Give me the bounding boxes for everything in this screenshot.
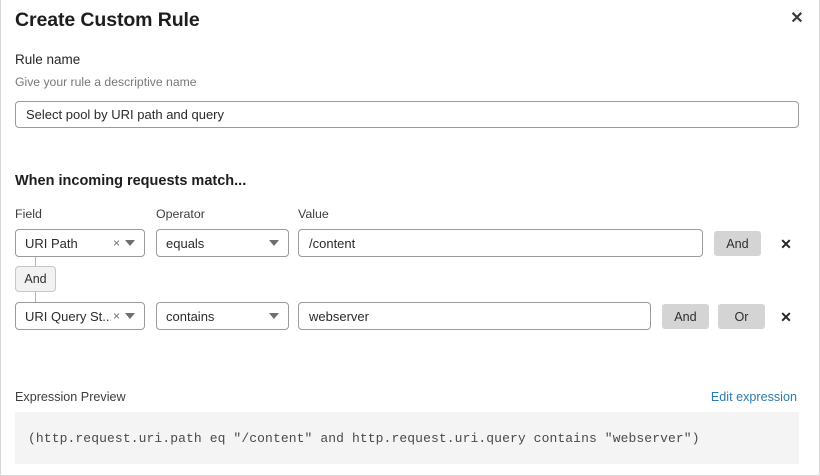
rule-name-label: Rule name (15, 52, 81, 67)
operator-select-row-2-value: contains (166, 308, 215, 324)
chevron-down-icon (269, 240, 279, 246)
remove-row-icon[interactable]: ✕ (780, 236, 792, 252)
edit-expression-link[interactable]: Edit expression (710, 390, 797, 404)
match-section-heading: When incoming requests match... (15, 173, 247, 189)
rule-name-input[interactable] (15, 101, 799, 128)
column-header-field: Field (15, 207, 42, 221)
expression-preview-box: (http.request.uri.path eq "/content" and… (15, 412, 799, 464)
column-header-value: Value (298, 207, 329, 221)
field-select-row-1-value: URI Path (25, 235, 78, 251)
field-select-row-2-value: URI Query St... (25, 308, 111, 324)
clear-icon[interactable]: × (112, 235, 120, 250)
page-title: Create Custom Rule (15, 9, 200, 31)
field-select-row-2[interactable]: URI Query St... × (15, 302, 145, 330)
expression-preview-label: Expression Preview (15, 390, 126, 404)
connector-line (35, 257, 36, 267)
rule-name-hint: Give your rule a descriptive name (15, 75, 197, 89)
operator-select-row-2[interactable]: contains (156, 302, 289, 330)
chevron-down-icon (125, 240, 135, 246)
close-icon[interactable]: ✕ (790, 10, 804, 27)
operator-select-row-1-value: equals (166, 235, 205, 251)
chevron-down-icon (125, 313, 135, 319)
and-button-row-1[interactable]: And (714, 231, 761, 256)
clear-icon[interactable]: × (112, 308, 120, 323)
value-input-row-1[interactable] (298, 229, 703, 257)
field-select-row-1[interactable]: URI Path × (15, 229, 145, 257)
expression-preview-text: (http.request.uri.path eq "/content" and… (28, 430, 700, 446)
connector-and-badge[interactable]: And (15, 266, 56, 292)
or-button-row-2[interactable]: Or (718, 304, 765, 329)
remove-row-icon[interactable]: ✕ (780, 309, 792, 325)
value-input-row-2[interactable] (298, 302, 651, 330)
and-button-row-2[interactable]: And (662, 304, 709, 329)
operator-select-row-1[interactable]: equals (156, 229, 289, 257)
chevron-down-icon (269, 313, 279, 319)
connector-line (35, 292, 36, 302)
column-header-operator: Operator (156, 207, 205, 221)
